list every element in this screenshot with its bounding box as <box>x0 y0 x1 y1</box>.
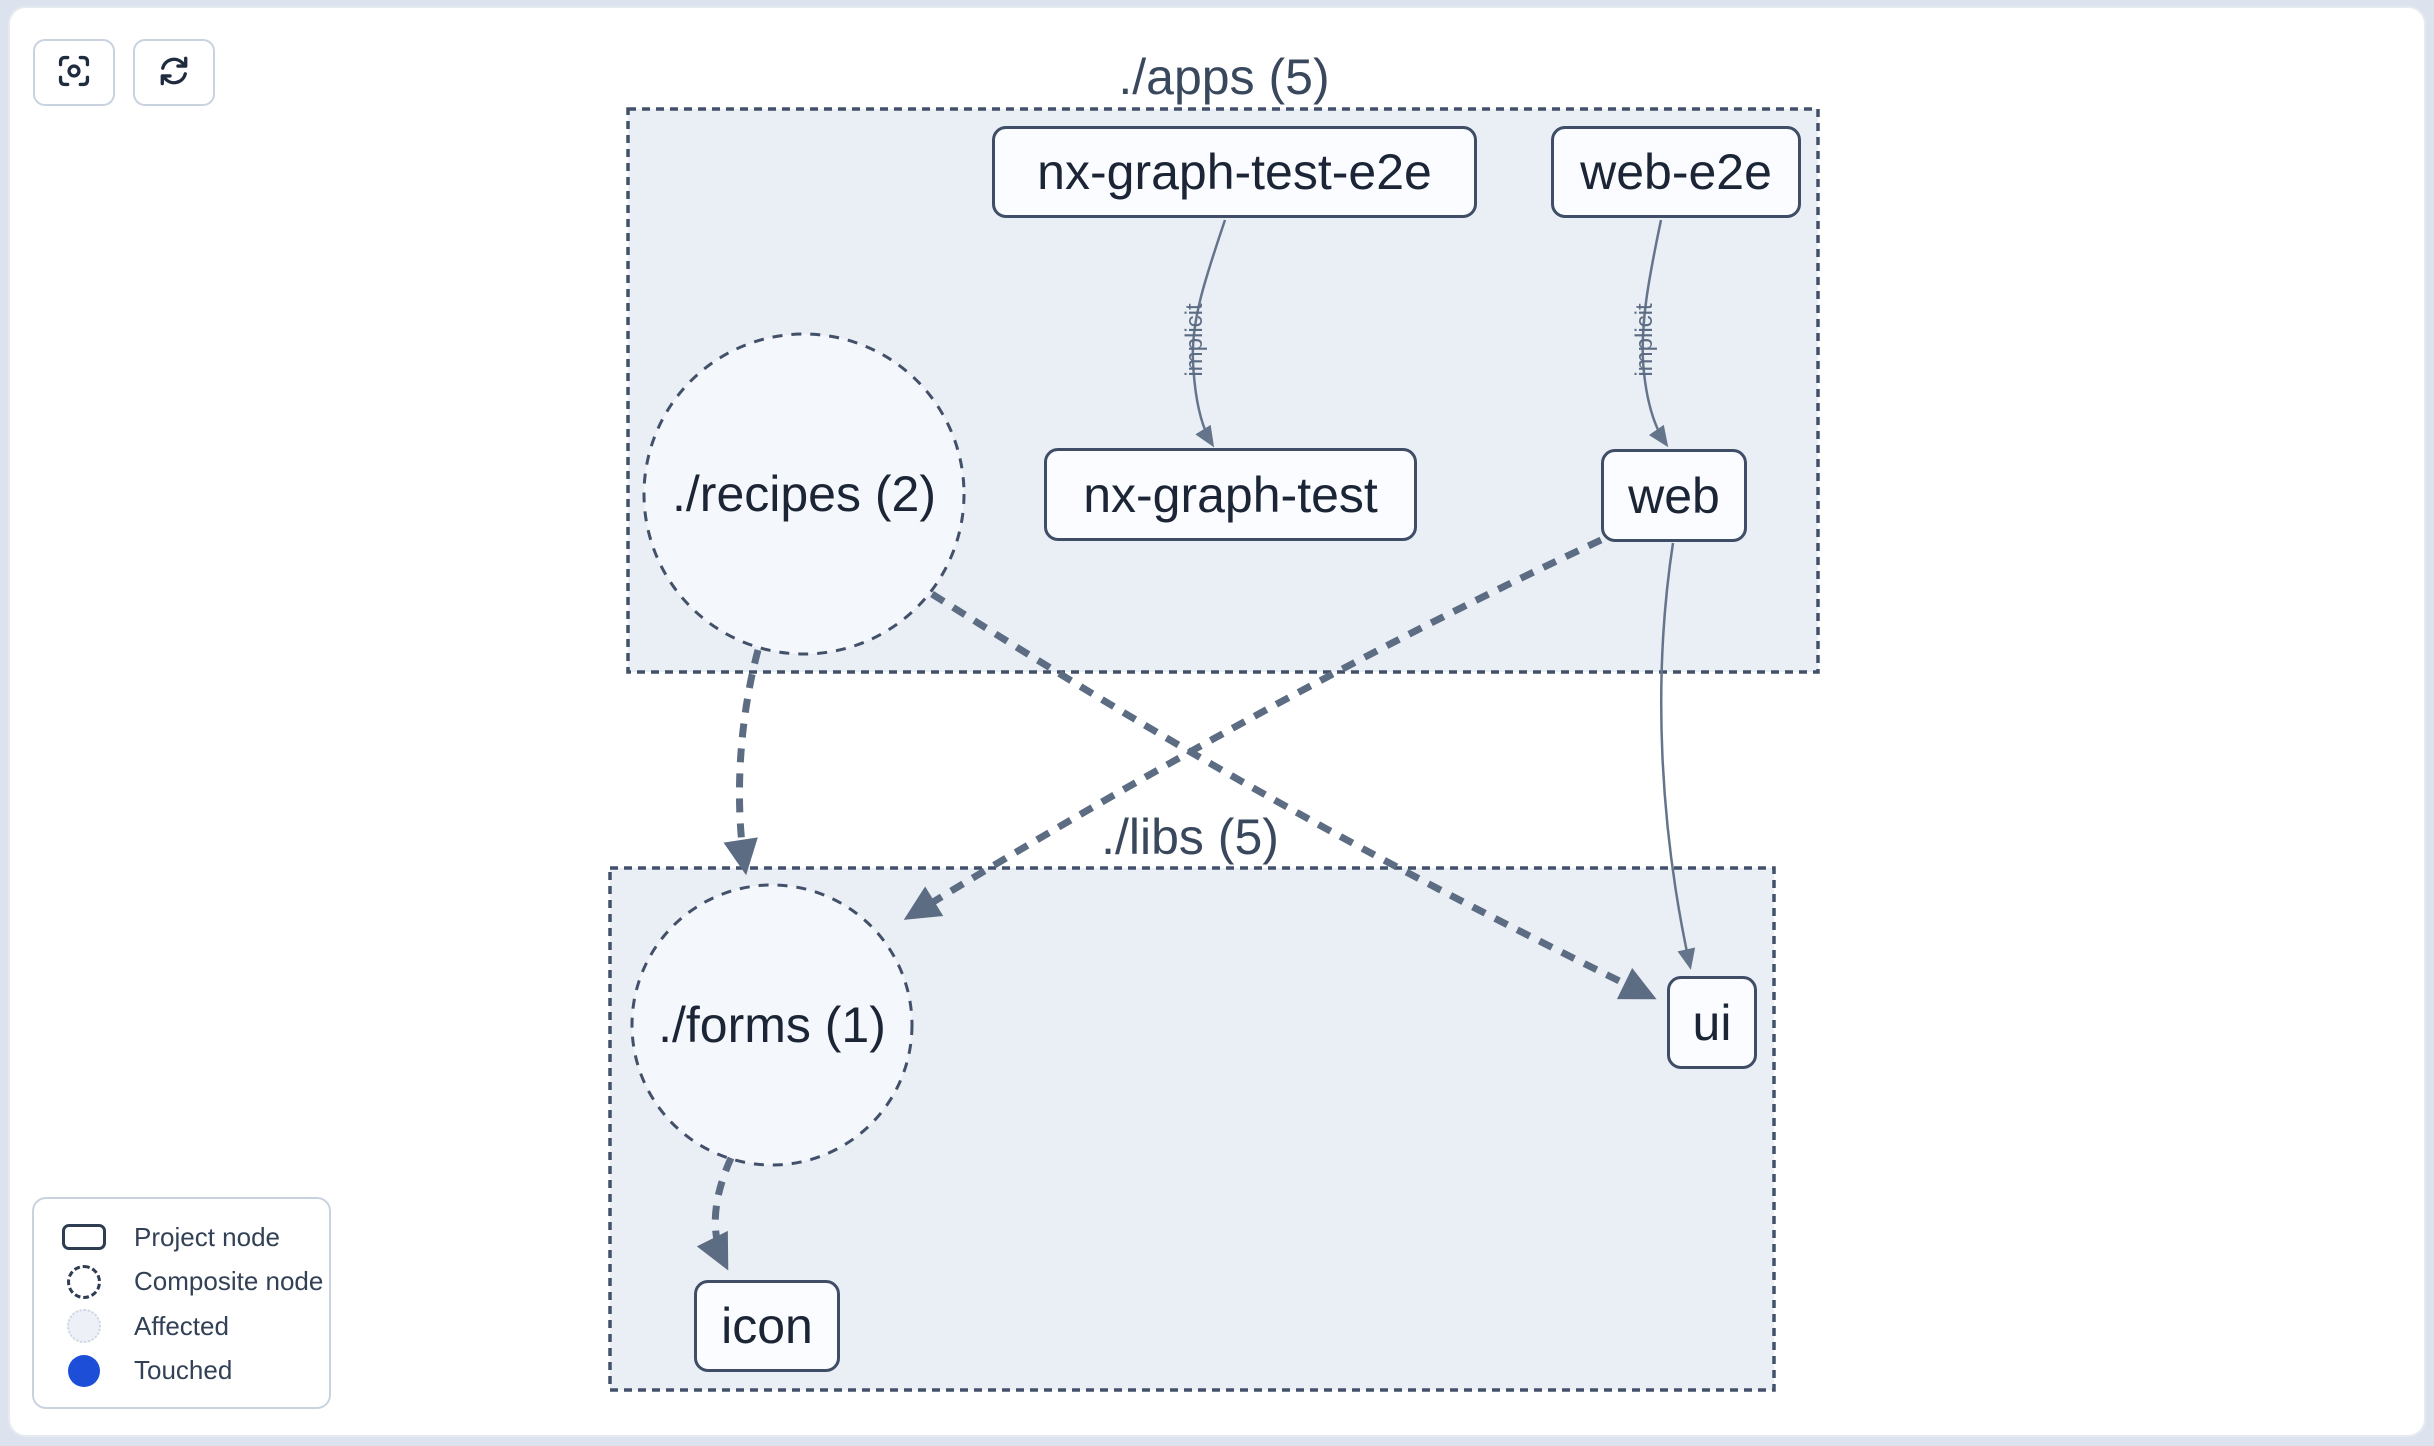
composite-node-icon <box>67 1264 101 1299</box>
legend-row-affected: Affected <box>34 1306 329 1346</box>
legend-row-touched: Touched <box>34 1351 329 1391</box>
edge-forms-to-icon <box>696 1156 735 1271</box>
legend-row-project-node: Project node <box>34 1217 329 1257</box>
refresh-graph-button[interactable] <box>133 39 215 106</box>
node-nx-graph-test[interactable]: nx-graph-test <box>1044 448 1417 541</box>
focus-icon <box>55 52 93 93</box>
composite-node-forms[interactable] <box>630 883 914 1167</box>
group-label-apps: ./apps (5) <box>1118 49 1330 105</box>
center-graph-button[interactable] <box>33 39 115 106</box>
project-node-icon <box>62 1224 106 1250</box>
legend-row-composite-node: Composite node <box>34 1262 329 1302</box>
edge-label-implicit-1: implicit <box>1181 303 1208 377</box>
edge-recipes-to-ui <box>930 591 1657 1000</box>
edge-web-e2e-to-web <box>1641 219 1669 448</box>
affected-icon <box>67 1309 101 1344</box>
legend-label: Affected <box>134 1310 229 1341</box>
edge-nx-graph-test-e2e-to-nx-graph-test <box>1191 219 1227 448</box>
touched-icon <box>68 1354 100 1387</box>
legend-label: Composite node <box>134 1266 324 1297</box>
node-web-e2e[interactable]: web-e2e <box>1551 126 1801 218</box>
edge-web-to-ui <box>1659 542 1696 970</box>
legend-label: Project node <box>134 1221 280 1252</box>
node-icon[interactable]: icon <box>694 1280 840 1372</box>
edge-web-to-forms <box>903 536 1603 920</box>
node-ui[interactable]: ui <box>1667 976 1757 1069</box>
node-web[interactable]: web <box>1601 449 1747 542</box>
composite-node-recipes[interactable] <box>642 332 966 656</box>
node-nx-graph-test-e2e[interactable]: nx-graph-test-e2e <box>992 126 1477 218</box>
edge-label-implicit-2: implicit <box>1631 303 1658 377</box>
legend-label: Touched <box>134 1355 233 1386</box>
legend-panel: Project node Composite node Affected Tou… <box>32 1197 331 1409</box>
refresh-icon <box>155 52 193 93</box>
edge-recipes-to-forms <box>723 649 762 876</box>
group-label-libs: ./libs (5) <box>1101 809 1279 865</box>
